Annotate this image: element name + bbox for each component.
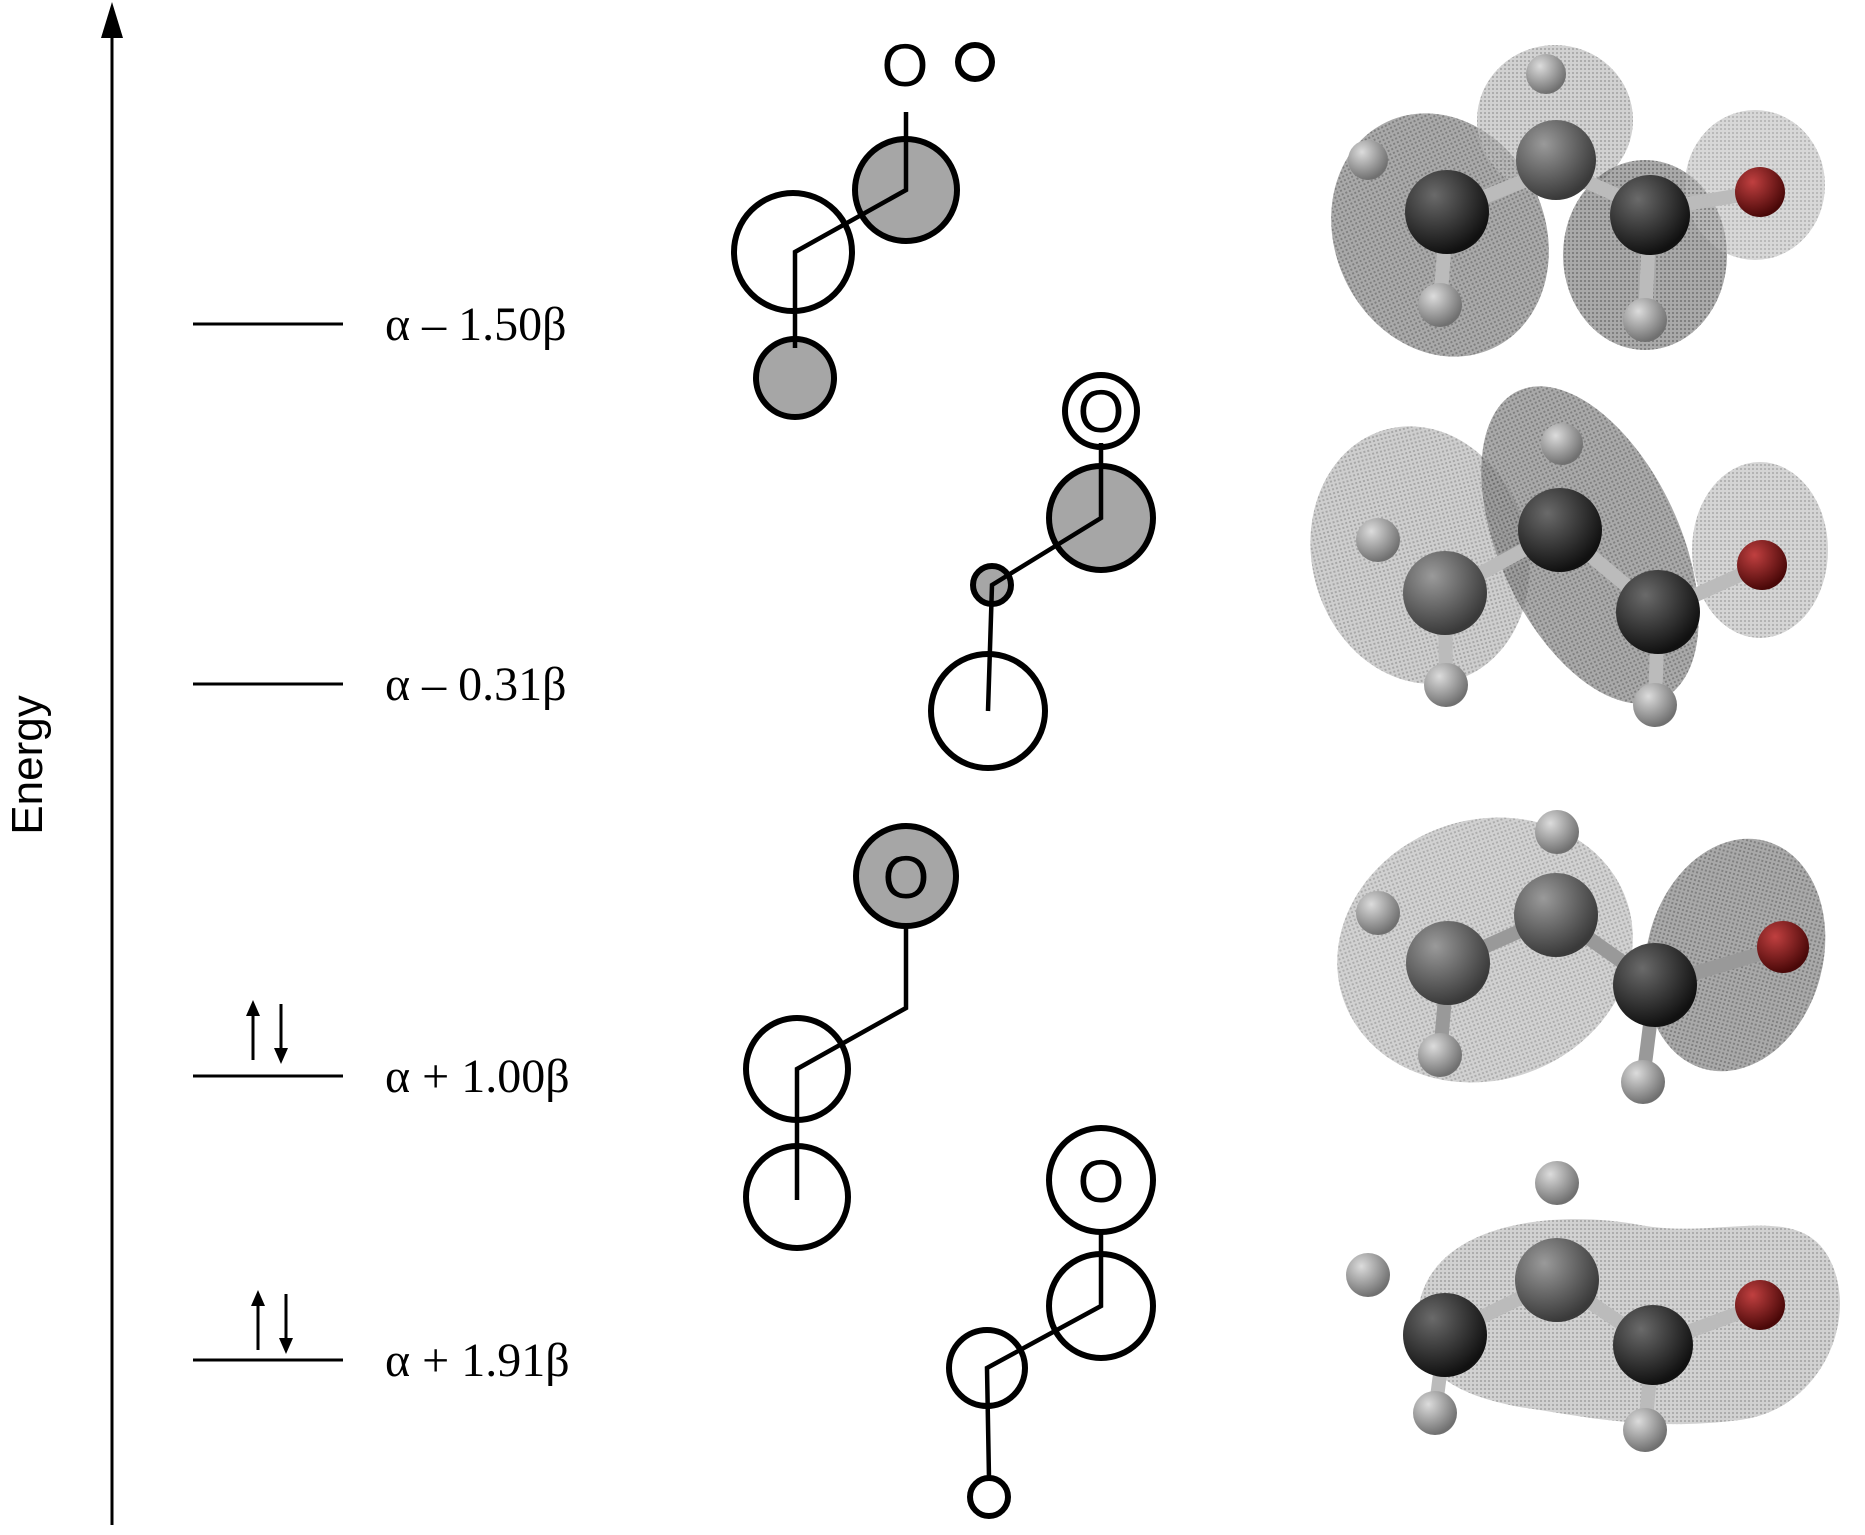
carbon-atom: [1405, 170, 1489, 254]
level-label: α + 1.00β: [385, 1050, 570, 1103]
oxygen-label: O: [882, 32, 929, 99]
orbital-render-2: [1310, 386, 1828, 727]
hydrogen-atom: [1623, 1408, 1667, 1452]
carbon-atom: [1403, 551, 1487, 635]
hydrogen-atom: [1418, 283, 1462, 327]
hydrogen-atom: [1621, 1060, 1665, 1104]
energy-axis: Energy: [3, 2, 123, 1525]
orbital-diagram-3: O: [743, 823, 959, 1251]
hydrogen-atom: [1541, 423, 1583, 465]
hydrogen-atom: [1535, 1161, 1579, 1205]
axis-label: Energy: [3, 695, 52, 834]
orbital-renderings: [1310, 45, 1840, 1452]
orbital-render-4: [1346, 1161, 1840, 1452]
energy-level: α + 1.00β: [193, 1000, 570, 1103]
hydrogen-atom: [1535, 810, 1579, 854]
energy-level: α – 1.50β: [193, 298, 567, 351]
orbital-diagram-2: O: [928, 372, 1156, 771]
orbital-render-3: [1337, 810, 1826, 1104]
energy-level: α – 0.31β: [193, 658, 567, 711]
carbon-atom: [1406, 921, 1490, 1005]
carbon-atom: [1613, 943, 1697, 1027]
carbon-atom: [1514, 873, 1598, 957]
carbon-atom: [1516, 120, 1596, 200]
oxygen-label: O: [1078, 378, 1125, 445]
molecule-model: [1346, 1161, 1785, 1452]
axis-arrowhead: [101, 2, 123, 38]
open-lobe: [967, 1475, 1011, 1519]
hydrogen-atom: [1424, 663, 1468, 707]
hydrogen-atom: [1526, 54, 1566, 94]
level-label: α – 1.50β: [385, 298, 567, 351]
electron-pair-arrows: [246, 1000, 288, 1064]
hydrogen-atom: [1346, 1253, 1390, 1297]
hydrogen-atom: [1356, 891, 1400, 935]
molecule-model: [1356, 423, 1787, 727]
molecule-model: [1348, 54, 1785, 342]
oxygen-lobe: [955, 42, 995, 82]
carbon-atom: [1515, 1238, 1599, 1322]
orbital-diagram-4: O: [946, 1125, 1156, 1519]
orbital-render-1: [1331, 45, 1825, 357]
carbon-atom: [1403, 1293, 1487, 1377]
energy-level: α + 1.91β: [193, 1290, 570, 1387]
oxygen-atom: [1757, 921, 1809, 973]
oxygen-label: O: [1078, 1148, 1125, 1215]
oxygen-atom: [1735, 1280, 1785, 1330]
oxygen-atom: [1737, 540, 1787, 590]
molecule-skeleton: [792, 112, 909, 348]
energy-levels: α – 1.50β α – 0.31β α + 1.00β α + 1.91β: [193, 298, 570, 1387]
orbital-diagram-1: O: [731, 32, 995, 420]
hydrogen-atom: [1623, 298, 1667, 342]
hydrogen-atom: [1633, 683, 1677, 727]
molecule-model: [1356, 810, 1809, 1104]
shaded-lobe: [753, 336, 837, 420]
oxygen-label: O: [883, 844, 930, 911]
level-label: α + 1.91β: [385, 1334, 570, 1387]
hydrogen-atom: [1348, 140, 1388, 180]
hydrogen-atom: [1413, 1391, 1457, 1435]
hydrogen-atom: [1418, 1033, 1462, 1077]
molecule-skeleton: [794, 926, 909, 1200]
molecule-skeleton: [985, 443, 1104, 712]
hydrogen-atom: [1356, 518, 1400, 562]
molecule-skeleton: [984, 1232, 1104, 1479]
carbon-atom: [1613, 1305, 1693, 1385]
huckel-orbital-diagrams: O O O O: [731, 32, 1156, 1519]
carbon-atom: [1518, 488, 1602, 572]
carbon-atom: [1616, 570, 1700, 654]
electron-pair-arrows: [251, 1290, 293, 1354]
carbon-atom: [1610, 175, 1690, 255]
oxygen-atom: [1735, 167, 1785, 217]
level-label: α – 0.31β: [385, 658, 567, 711]
